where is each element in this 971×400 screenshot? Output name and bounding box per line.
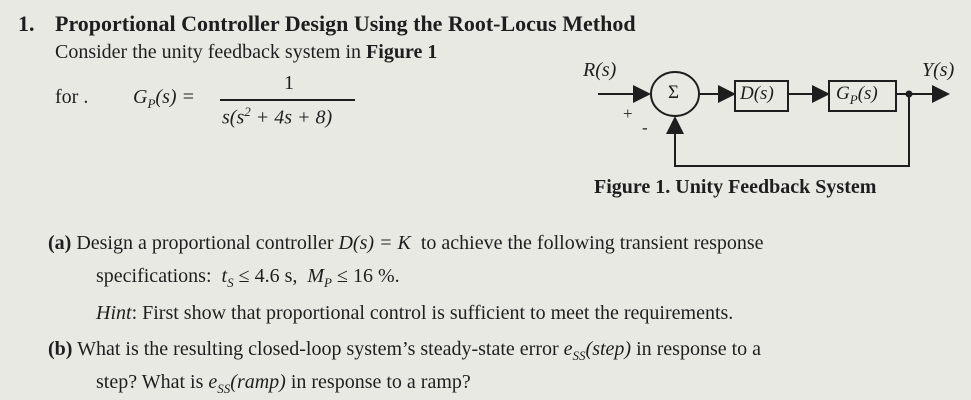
fraction-bar bbox=[220, 99, 355, 101]
part-a-text1-end: to achieve the following transient respo… bbox=[420, 232, 764, 254]
ts-sub: S bbox=[227, 275, 234, 290]
mp-sub: P bbox=[324, 275, 332, 290]
ess-symbol-2: e bbox=[208, 371, 218, 393]
part-b-line1: (b) What is the resulting closed-loop sy… bbox=[48, 338, 761, 364]
controller-label: D(s) bbox=[740, 83, 774, 104]
tf-den-b: + 4s + 8) bbox=[250, 106, 333, 129]
plant-sub: P bbox=[849, 91, 858, 107]
ess-sub-2: SS bbox=[217, 381, 231, 396]
hint-text: : First show that proportional control i… bbox=[131, 302, 734, 324]
ess-sub: SS bbox=[572, 348, 586, 363]
tf-lhs: GP(s) = bbox=[133, 86, 195, 112]
hint-line: Hint: First show that proportional contr… bbox=[96, 302, 733, 325]
part-b-label: (b) bbox=[48, 338, 73, 360]
problem-title: Proportional Controller Design Using the… bbox=[55, 11, 636, 36]
mp-symbol: M bbox=[307, 265, 325, 287]
intro-line: Consider the unity feedback system in Fi… bbox=[55, 41, 437, 64]
part-b-text2a: step? What is bbox=[96, 371, 204, 393]
tf-den-exp: 2 bbox=[244, 104, 251, 119]
intro-text: Consider the unity feedback system in bbox=[55, 41, 362, 63]
part-b-text1: What is the resulting closed-loop system… bbox=[77, 338, 559, 360]
output-label: Y(s) bbox=[922, 59, 955, 81]
tf-den-a: s(s bbox=[222, 106, 245, 129]
plant-label: GP(s) bbox=[836, 83, 878, 108]
tf-denominator: s(s2 + 4s + 8) bbox=[222, 104, 332, 130]
controller-block bbox=[734, 80, 789, 112]
hint-label: Hint bbox=[96, 302, 132, 324]
ess-ramp-arg: (ramp) bbox=[230, 371, 286, 393]
for-label: for . bbox=[55, 86, 89, 108]
part-b-line2: step? What is eSS(ramp) in response to a… bbox=[96, 371, 471, 397]
part-a-text1: Design a proportional controller bbox=[76, 232, 334, 254]
ess-symbol: e bbox=[563, 338, 573, 360]
part-a-label: (a) bbox=[48, 232, 72, 254]
ts-condition: ≤ 4.6 s, bbox=[238, 265, 298, 287]
tf-numerator: 1 bbox=[284, 72, 294, 94]
plus-sign: + bbox=[623, 104, 633, 123]
plant-block bbox=[828, 80, 897, 112]
minus-sign: - bbox=[642, 118, 648, 137]
ess-step-arg: (step) bbox=[585, 338, 632, 360]
part-b-text1-end: in response to a bbox=[636, 338, 762, 360]
input-label: R(s) bbox=[583, 59, 617, 81]
sigma-symbol: Σ bbox=[668, 82, 680, 103]
part-a-line1: (a) Design a proportional controller D(s… bbox=[48, 232, 764, 255]
tf-g-sub: P bbox=[147, 96, 156, 111]
figure-caption: Figure 1. Unity Feedback System bbox=[594, 176, 877, 198]
intro-figure-ref: Figure 1 bbox=[366, 41, 438, 63]
controller-expr: D(s) = K bbox=[338, 232, 411, 254]
mp-condition: ≤ 16 %. bbox=[336, 265, 400, 287]
plant-g: G bbox=[836, 83, 850, 104]
problem-number: 1. bbox=[18, 11, 35, 36]
part-b-text2b: in response to a ramp? bbox=[290, 371, 471, 393]
part-a-line2: specifications: tS ≤ 4.6 s, MP ≤ 16 %. bbox=[96, 265, 400, 291]
tf-g: G bbox=[133, 86, 148, 108]
feedback-path bbox=[666, 94, 910, 167]
plant-args: (s) bbox=[857, 83, 878, 104]
ts-symbol: t bbox=[221, 265, 228, 287]
tf-args: (s) = bbox=[155, 86, 196, 108]
specs-prefix: specifications: bbox=[96, 265, 212, 287]
